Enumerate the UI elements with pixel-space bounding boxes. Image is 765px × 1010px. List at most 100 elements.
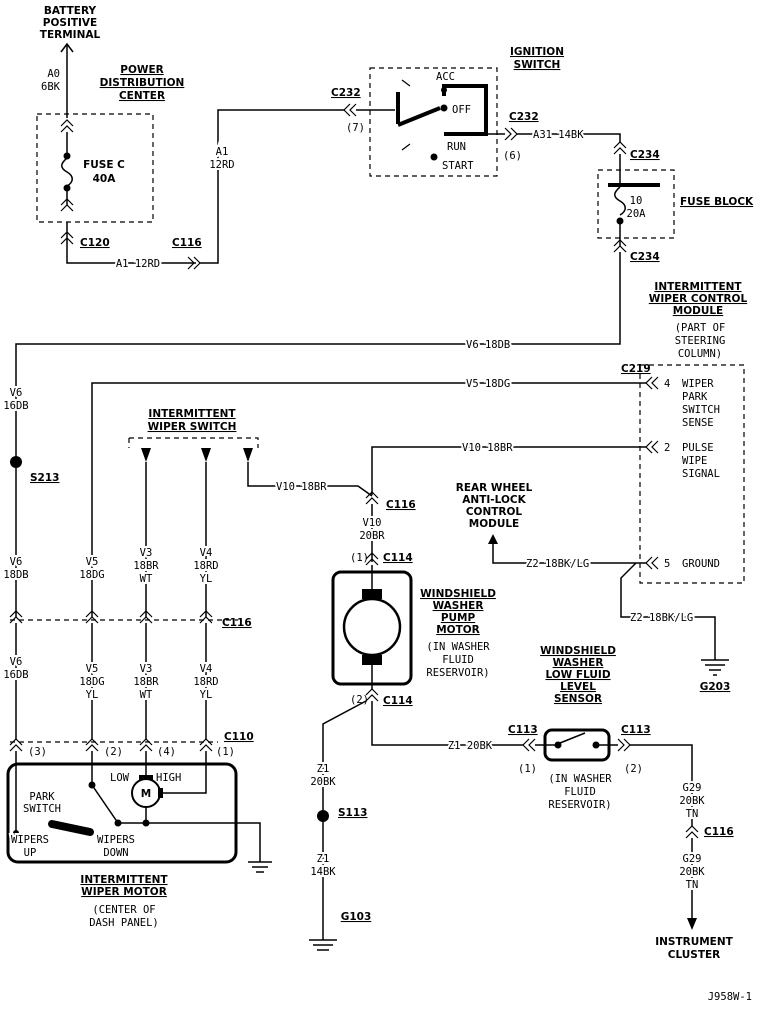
wwlfls-line-4: LEVEL xyxy=(560,681,596,693)
v5-18dg-label: V5 18DG xyxy=(466,378,510,390)
z2-bottom-label: Z2 18BK/LG xyxy=(630,612,693,624)
fuse-10-amp: 20A xyxy=(627,208,647,220)
motor-common-terminal xyxy=(142,819,150,827)
ignition-off-terminal xyxy=(440,104,448,112)
c232-left-label: C232 xyxy=(331,87,361,99)
wiper-motor-box xyxy=(6,762,238,864)
v4-low-line-1: V4 xyxy=(200,663,213,675)
wire-v10-top xyxy=(371,446,646,495)
ignition-dashed-marks xyxy=(401,79,411,151)
wire-v5-motor xyxy=(91,751,119,824)
rwal-line-3: CONTROL xyxy=(466,506,523,518)
a0-label: A0 xyxy=(47,68,60,80)
iwm-loc-line-1: (CENTER OF xyxy=(92,904,155,916)
pin-2-motor-label: (2) xyxy=(104,746,123,758)
wire-a31 xyxy=(517,133,621,142)
sensor-terminal-right xyxy=(592,741,600,749)
connector-pin-2 xyxy=(645,440,659,454)
pin-5: 5 xyxy=(664,558,670,570)
v6-mid-line-2: 18DB xyxy=(3,569,28,581)
sensor-switch-blade xyxy=(559,732,586,744)
ignition-switch-box xyxy=(369,67,498,177)
ignition-line-2: SWITCH xyxy=(514,59,561,71)
wwpm-line-1: WINDSHIELD xyxy=(420,588,496,600)
connector-c116-d xyxy=(685,825,699,839)
connector-c116-b xyxy=(365,491,379,505)
iws-contact-v4 xyxy=(201,448,211,462)
g203-label: G203 xyxy=(700,681,731,693)
a0-gauge-label: 6BK xyxy=(41,81,61,93)
pdc-line-2: DISTRIBUTION xyxy=(100,77,185,89)
connector-c232-right xyxy=(504,127,518,141)
s213-splice xyxy=(10,456,22,468)
wwlfls-line-5: SENSOR xyxy=(554,693,602,705)
v4-mid-line-2: 18RD xyxy=(193,560,218,572)
pin-3-label: (3) xyxy=(28,746,47,758)
pump-brush-top xyxy=(362,589,382,599)
wipers-down-line-2: DOWN xyxy=(103,847,128,859)
v10-18br-sw-label: V10 18BR xyxy=(276,481,327,493)
battery-label: BATTERY POSITIVE TERMINAL xyxy=(40,5,101,41)
pin-4-label-1: WIPER xyxy=(682,378,714,390)
iwm-line-1: INTERMITTENT xyxy=(80,874,168,886)
c114-top-label: C114 xyxy=(383,552,413,564)
v10-20br-line-2: 20BR xyxy=(359,530,385,542)
v4-mid-line-3: YL xyxy=(200,573,213,585)
v6-low-line-2: 16DB xyxy=(3,669,28,681)
v10-20br-line-1: V10 xyxy=(363,517,382,529)
wire-g29-top xyxy=(630,744,693,826)
off-label: OFF xyxy=(452,104,471,116)
v3-low-line-3: WT xyxy=(140,689,153,701)
c113-right-pin: (2) xyxy=(624,763,643,775)
pump-motor-symbol xyxy=(342,597,402,657)
connector-c113-left xyxy=(522,738,536,752)
wwpm-line-3: PUMP xyxy=(441,612,476,624)
c113-left-pin: (1) xyxy=(518,763,537,775)
connector-c234-bottom xyxy=(613,239,627,253)
pin-4-motor-label: (4) xyxy=(157,746,176,758)
iwcm-line-3: MODULE xyxy=(673,305,723,317)
fuse-c-amp: 40A xyxy=(93,173,117,185)
v6-low-line-1: V6 xyxy=(10,656,23,668)
wire-z2-ground xyxy=(620,562,716,660)
wwlfls-line-3: LOW FLUID xyxy=(545,669,610,681)
fuse-10-element xyxy=(614,186,626,216)
g203-ground-symbol xyxy=(701,659,729,676)
wipers-up-line-2: UP xyxy=(24,847,37,859)
c114-bot-pin: (2) xyxy=(350,694,369,706)
wwpm-loc-line-1: (IN WASHER xyxy=(426,641,490,653)
c114-top-pin: (1) xyxy=(350,552,369,564)
pdc-line-1: POWER xyxy=(120,64,163,76)
c219-label: C219 xyxy=(621,363,651,375)
z1-20bk-v-line-2: 20BK xyxy=(310,776,336,788)
fuse-block-box xyxy=(597,169,675,239)
park-switch-blade xyxy=(48,820,94,836)
sensor-terminal-left xyxy=(554,741,562,749)
c113-left-label: C113 xyxy=(508,724,538,736)
c116-b-label: C116 xyxy=(386,499,416,511)
wire-v6 xyxy=(15,252,621,618)
a1-12rd-h-label: A1 12RD xyxy=(116,258,160,270)
fuse-c-label: FUSE C xyxy=(83,159,125,171)
instrument-cluster-line-2: CLUSTER xyxy=(668,949,721,961)
pin-4: 4 xyxy=(664,378,670,390)
v5-low-line-2: 18DG xyxy=(79,676,104,688)
v5-mid-line-1: V5 xyxy=(86,556,99,568)
iwcm-part-2: STEERING xyxy=(675,335,726,347)
pin-1-motor-label: (1) xyxy=(216,746,235,758)
wire-a1-ignition xyxy=(200,109,345,264)
wwlfls-loc-line-1: (IN WASHER xyxy=(548,773,612,785)
z1-20bk-h-label: Z1 20BK xyxy=(448,740,493,752)
v3-low-line-2: 18BR xyxy=(133,676,159,688)
fuse-c-terminal-top xyxy=(63,152,71,160)
iwm-line-2: WIPER MOTOR xyxy=(81,886,167,898)
c114-bot-label: C114 xyxy=(383,695,413,707)
wire-v4-motor xyxy=(160,751,207,794)
v4-low-line-2: 18RD xyxy=(193,676,218,688)
c116-a-label: C116 xyxy=(172,237,202,249)
v6-18db-label: V6 18DB xyxy=(466,339,510,351)
pin-2-label-3: SIGNAL xyxy=(682,468,720,480)
battery-arrow xyxy=(60,42,74,53)
pin-4-label-3: SWITCH xyxy=(682,404,720,416)
